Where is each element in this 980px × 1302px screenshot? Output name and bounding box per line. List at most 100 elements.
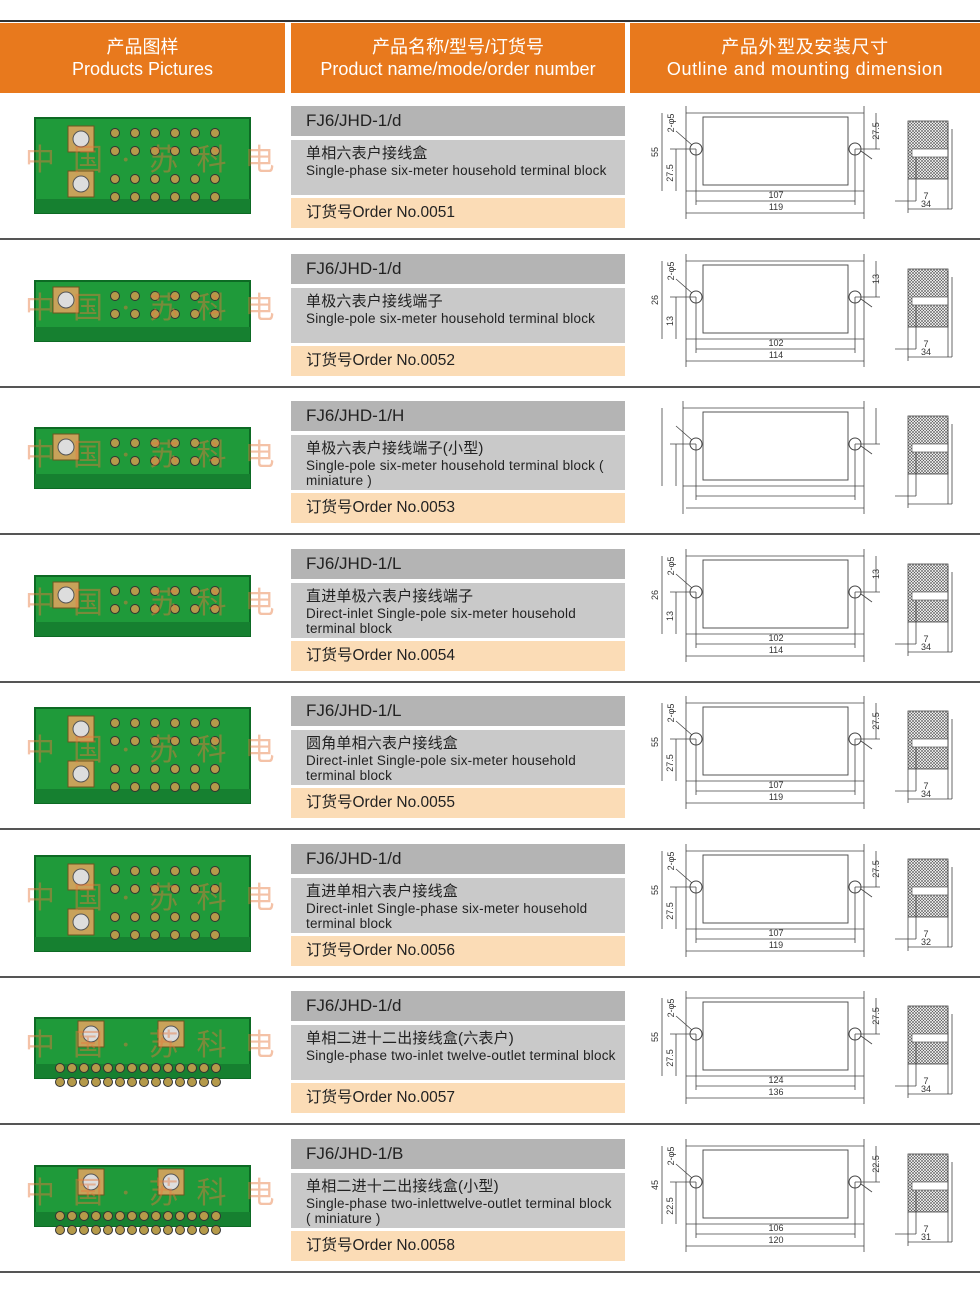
dimension-label: 120 — [768, 1235, 783, 1245]
dimension-label: 55 — [650, 1032, 660, 1042]
top-rule — [0, 20, 980, 22]
dimension-label: 55 — [650, 147, 660, 157]
dimension-label: 22.5 — [871, 1155, 881, 1173]
watermark: 中国·苏科电气 — [25, 585, 341, 621]
dimension-label: 2-φ5 — [666, 999, 676, 1018]
model-number: FJ6/JHD-1/L — [291, 696, 625, 726]
dimension-label: 2-φ5 — [666, 261, 676, 280]
dimension-drawing: 55 27.5 27.5 2-φ5 107 119 734 — [650, 106, 953, 219]
product-picture — [34, 707, 251, 804]
dimension-label: 13 — [871, 568, 881, 578]
product-picture — [34, 279, 251, 342]
dimension-label: 13 — [665, 610, 675, 620]
model-number: FJ6/JHD-1/H — [291, 401, 625, 431]
dimension-label: 119 — [769, 202, 783, 212]
dimension-label: 107 — [768, 190, 783, 200]
watermark: 中国·苏科电气 — [25, 1028, 341, 1063]
watermark: 中国·苏科电气 — [25, 1175, 341, 1211]
order-number: 订货号Order No.0055 — [291, 788, 625, 818]
product-row: 中国·苏科电气 FJ6/JHD-1/H 单极六表户接线端子(小型)Single-po… — [0, 388, 980, 535]
product-picture — [34, 854, 251, 952]
dimension-label: 2-φ5 — [666, 851, 676, 870]
product-picture — [34, 574, 251, 637]
dimension-label: 7 — [923, 191, 928, 201]
header-en: Products Pictures — [71, 59, 214, 79]
product-name-en: Direct-inlet Single-phase six-meter hous… — [306, 900, 588, 931]
product-name-cn: 直进单相六表户接线盒 — [306, 882, 459, 900]
product-name-cn: 单相二进十二出接线盒(小型) — [306, 1177, 499, 1195]
product-name: 单极六表户接线端子(小型)Single-pole six-meter house… — [291, 435, 625, 490]
dimension-label: 2-φ5 — [666, 556, 676, 575]
dimension-label: 2-φ5 — [666, 704, 676, 723]
dimension-label: 27.5 — [665, 1049, 675, 1067]
dimension-label: 27.5 — [871, 122, 881, 140]
dimension-label: 7 — [923, 929, 928, 939]
dimension-label: 7 — [923, 781, 928, 791]
dimension-label: 102 — [768, 338, 783, 348]
dimension-label: 32 — [921, 937, 931, 947]
model-number: FJ6/JHD-1/d — [291, 843, 625, 874]
order-number: 订货号Order No.0056 — [291, 935, 625, 966]
watermark: 中国·苏科电气 — [25, 880, 341, 916]
dimension-label: 22.5 — [665, 1197, 675, 1215]
product-name: 单相二进十二出接线盒(小型)Single-phase two-inlettwel… — [291, 1172, 625, 1228]
dimension-label: 27.5 — [871, 860, 881, 878]
dimension-label: 2-φ5 — [666, 114, 676, 133]
product-picture — [34, 427, 251, 489]
product-name-cn: 单相六表户接线盒 — [306, 145, 428, 162]
order-number: 订货号Order No.0057 — [291, 1083, 625, 1113]
dimension-label: 7 — [923, 339, 928, 349]
watermark: 中国·苏科电气 — [25, 733, 341, 768]
dimension-label: 34 — [921, 199, 931, 209]
header-cn: 产品图样 — [106, 37, 179, 57]
dimension-label: 27.5 — [871, 712, 881, 730]
dimension-label: 13 — [665, 315, 675, 325]
product-name-en: Direct-inlet Single-pole six-meter house… — [306, 605, 576, 636]
model-number: FJ6/JHD-1/L — [291, 548, 625, 579]
dimension-label: 27.5 — [665, 164, 675, 182]
header-products-pictures: 产品图样 Products Pictures — [0, 23, 285, 93]
order-number: 订货号Order No.0058 — [291, 1230, 625, 1261]
product-name-en: Single-pole six-meter household terminal… — [306, 458, 604, 488]
product-row: 中国·苏科电气 FJ6/JHD-1/d 单相二进十二出接线盒(六表户)Single-… — [0, 978, 980, 1125]
dimension-label: 2-φ5 — [666, 1146, 676, 1165]
header-en: Product name/mode/order number — [320, 59, 596, 79]
product-name-cn: 圆角单相六表户接线盒 — [306, 735, 459, 752]
product-name-cn: 单极六表户接线端子(小型) — [306, 440, 484, 457]
dimension-label: 107 — [768, 780, 783, 790]
model-number: FJ6/JHD-1/d — [291, 991, 625, 1021]
watermark: 中国·苏科电气 — [25, 438, 341, 473]
product-name: 单相二进十二出接线盒(六表户)Single-phase two-inlet tw… — [291, 1025, 625, 1080]
watermark: 中国·苏科电气 — [25, 143, 341, 178]
dimension-label: 7 — [923, 1076, 928, 1086]
dimension-label: 7 — [923, 1224, 928, 1234]
dimension-label: 102 — [768, 633, 783, 643]
order-number: 订货号Order No.0054 — [291, 640, 625, 671]
product-picture — [34, 1164, 251, 1235]
dimension-label: 107 — [768, 928, 783, 938]
dimension-label: 34 — [921, 347, 931, 357]
dimension-label: 34 — [921, 1084, 931, 1094]
dimension-label: 119 — [769, 940, 783, 950]
dimension-label: 119 — [769, 792, 783, 802]
dimension-label: 27.5 — [871, 1007, 881, 1025]
product-name-en: Single-phase two-inlet twelve-outlet ter… — [306, 1048, 616, 1063]
product-name-cn: 单相二进十二出接线盒(六表户) — [306, 1030, 514, 1047]
dimension-label: 7 — [923, 634, 928, 644]
dimension-label: 124 — [768, 1075, 783, 1085]
dimension-label: 26 — [650, 589, 660, 599]
product-picture — [34, 1017, 251, 1087]
